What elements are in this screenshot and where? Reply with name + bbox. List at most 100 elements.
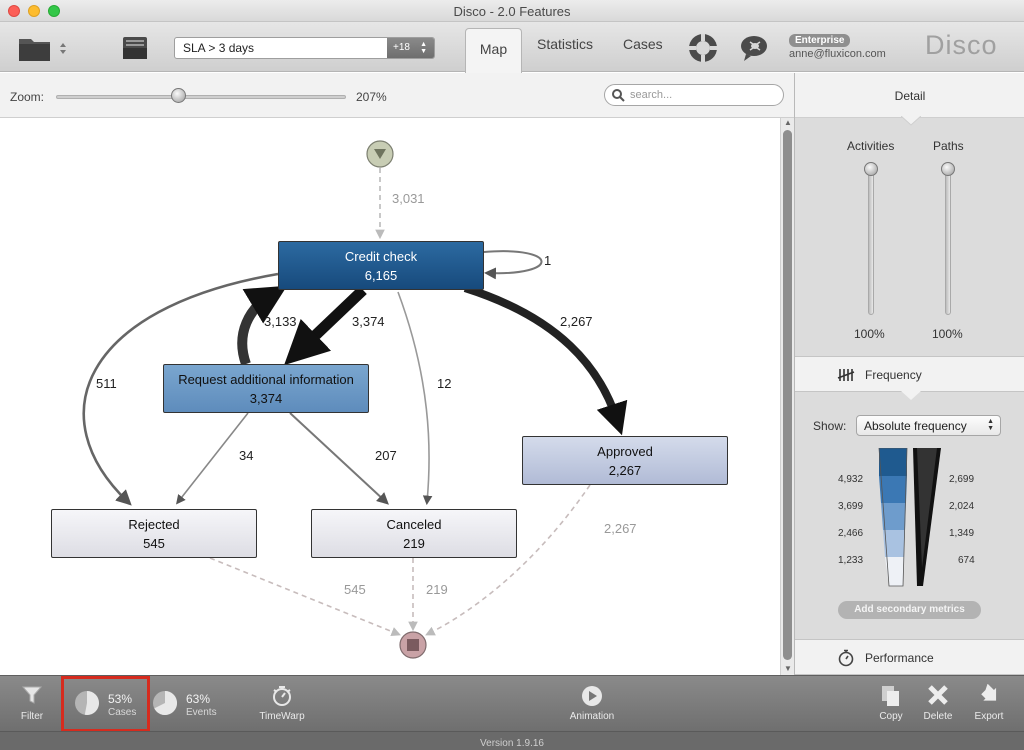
paths-slider-label: Paths (933, 139, 964, 153)
copy-icon (882, 686, 899, 706)
open-folder-icon[interactable] (18, 33, 70, 63)
activities-slider-value: 100% (854, 327, 885, 341)
export-arrow-icon (981, 684, 997, 701)
zoom-value: 207% (356, 90, 387, 104)
close-window-button[interactable] (8, 5, 20, 17)
edge-credit-approved (463, 284, 628, 436)
cases-label: Cases (108, 707, 137, 718)
activity-approved[interactable]: Approved 2,267 (522, 436, 728, 485)
zoom-bar: Zoom: 207% search... (0, 73, 794, 118)
events-label: Events (186, 707, 217, 718)
minimize-window-button[interactable] (28, 5, 40, 17)
search-icon (612, 89, 625, 102)
filter-button[interactable]: Filter (14, 684, 50, 728)
copy-button[interactable]: Copy (872, 684, 910, 728)
activity-count: 545 (143, 536, 165, 551)
detail-pointer-icon (901, 116, 921, 126)
edge-request-credit (237, 285, 288, 366)
detail-panel: Detail Activities 100% Paths 100% Freque… (794, 73, 1024, 675)
activity-credit-check[interactable]: Credit check 6,165 (278, 241, 484, 290)
export-button[interactable]: Export (969, 684, 1009, 728)
dataset-selector[interactable]: SLA > 3 days +18 ▲▼ (174, 37, 435, 59)
legend-activity-value: 2,466 (838, 528, 864, 539)
toolbar: SLA > 3 days +18 ▲▼ Map Statistics Cases… (0, 22, 1024, 73)
edge-rejected-end (209, 557, 401, 637)
dataset-name: SLA > 3 days (183, 41, 255, 55)
edge-label-approved-end: 2,267 (604, 521, 637, 536)
user-email: anne@fluxicon.com (789, 48, 886, 60)
activity-request-additional-information[interactable]: Request additional information 3,374 (163, 364, 369, 413)
tab-map[interactable]: Map (465, 28, 522, 73)
performance-section-header[interactable]: Performance (795, 639, 1024, 675)
legend-path-value: 2,699 (949, 474, 975, 485)
license-badge: Enterprise (789, 34, 851, 47)
add-secondary-metrics-button[interactable]: Add secondary metrics (838, 601, 981, 619)
timewarp-button[interactable]: TimeWarp (256, 684, 308, 728)
paths-slider-thumb[interactable] (941, 162, 955, 176)
legend-activity-value: 1,233 (838, 555, 864, 566)
activity-count: 2,267 (608, 463, 642, 478)
export-label: Export (974, 711, 1004, 722)
zoom-slider-thumb[interactable] (170, 88, 186, 103)
title-bar: Disco - 2.0 Features (0, 0, 1024, 22)
show-metric-select[interactable]: Absolute frequency ▲▼ (856, 415, 1001, 436)
edge-credit-rejected (82, 272, 279, 506)
filter-label: Filter (20, 711, 44, 722)
version-text: Version 1.9.16 (480, 738, 544, 749)
start-node[interactable] (366, 140, 394, 168)
tab-cases[interactable]: Cases (623, 36, 663, 52)
dataset-archive-icon[interactable] (121, 34, 149, 62)
edge-label-credit-approved: 2,267 (560, 314, 593, 329)
map-vertical-scrollbar[interactable]: ▲ ▼ (780, 118, 794, 675)
activity-name: Canceled (386, 517, 442, 532)
delete-label: Delete (923, 711, 953, 722)
frequency-section-header[interactable]: Frequency (795, 356, 1024, 392)
zoom-label: Zoom: (10, 90, 45, 104)
feedback-bug-icon[interactable] (738, 32, 770, 64)
edge-label-request-canceled: 207 (375, 448, 397, 463)
activities-slider-track[interactable] (868, 165, 874, 315)
activity-count: 219 (403, 536, 425, 551)
delete-button[interactable]: Delete (919, 684, 957, 728)
edge-label-canceled-end: 219 (426, 582, 448, 597)
end-node[interactable] (399, 631, 427, 659)
animation-button[interactable]: Animation (562, 684, 622, 728)
scroll-down-arrow-icon[interactable]: ▼ (784, 664, 792, 673)
activities-slider-thumb[interactable] (864, 162, 878, 176)
help-lifebuoy-icon[interactable] (686, 31, 720, 65)
edge-credit-self (483, 250, 543, 280)
dataset-count: +18 (393, 42, 410, 53)
search-input[interactable]: search... (604, 84, 784, 106)
activity-rejected[interactable]: Rejected 545 (51, 509, 257, 558)
show-label: Show: (813, 419, 847, 433)
activity-name: Credit check (344, 249, 418, 264)
cases-percentage: 53% (108, 692, 133, 706)
zoom-slider-track[interactable] (56, 95, 346, 99)
stepper-arrows-icon: ▲▼ (420, 41, 427, 55)
edge-label-credit-rejected: 511 (96, 376, 117, 391)
edge-label-start-credit: 3,031 (392, 191, 425, 206)
frequency-pointer-icon (901, 391, 921, 400)
bottom-toolbar: Filter 53% Cases 63% Events TimeWarp Ani… (0, 675, 1024, 732)
filter-funnel-icon (21, 686, 43, 704)
performance-label: Performance (865, 651, 934, 665)
edge-label-request-credit: 3,133 (264, 314, 297, 329)
activity-canceled[interactable]: Canceled 219 (311, 509, 517, 558)
dataset-count-badge[interactable]: +18 ▲▼ (387, 38, 434, 58)
process-map-canvas[interactable]: Credit check 6,165 Request additional in… (0, 118, 780, 675)
activity-count: 3,374 (249, 391, 283, 406)
tab-statistics[interactable]: Statistics (537, 36, 594, 52)
cases-pie-icon (75, 691, 99, 715)
edge-label-credit-self: 1 (544, 253, 552, 268)
process-map-edges (82, 140, 628, 659)
scroll-up-arrow-icon[interactable]: ▲ (784, 118, 792, 127)
scrollbar-thumb[interactable] (783, 130, 792, 660)
detail-header[interactable]: Detail (795, 73, 1024, 118)
status-bar: Version 1.9.16 (0, 731, 1024, 750)
paths-slider-track[interactable] (945, 165, 951, 315)
edge-label-request-rejected: 34 (239, 448, 254, 463)
maximize-window-button[interactable] (48, 5, 60, 17)
delete-x-icon (928, 685, 948, 705)
edge-label-credit-request: 3,374 (352, 314, 385, 329)
edge-credit-canceled (397, 291, 433, 506)
